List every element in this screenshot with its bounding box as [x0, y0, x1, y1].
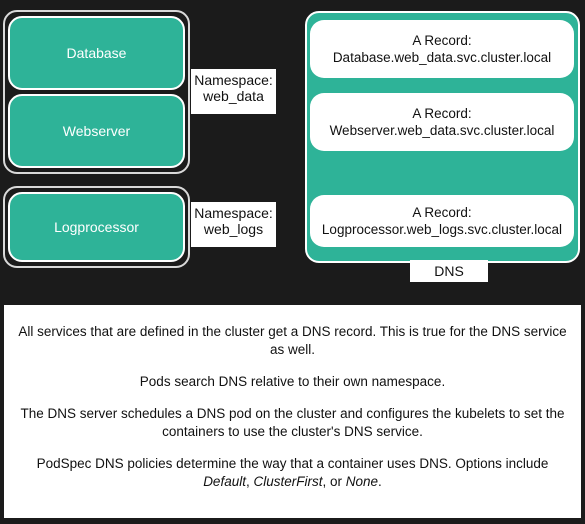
dns-record-webserver-fqdn: Webserver.web_data.svc.cluster.local	[329, 123, 555, 138]
namespace-label-web-data-line1: Namespace:	[194, 72, 273, 88]
note-dns-policies-sep2: , or	[322, 474, 346, 489]
note-namespace-search: Pods search DNS relative to their own na…	[139, 374, 446, 389]
note-dns-policies-sep1: ,	[245, 474, 254, 489]
dns-label: DNS	[410, 260, 488, 282]
dns-record-database-fqdn: Database.web_data.svc.cluster.local	[332, 50, 552, 65]
note-policy-default: Default	[203, 474, 246, 489]
dns-record-database[interactable]: A Record: Database.web_data.svc.cluster.…	[310, 20, 574, 78]
namespace-label-web-logs: Namespace: web_logs	[191, 202, 276, 247]
dns-record-logprocessor-type: A Record:	[412, 205, 472, 220]
namespace-label-web-data: Namespace: web_data	[191, 69, 276, 114]
service-logprocessor[interactable]: Logprocessor	[8, 192, 185, 262]
namespace-label-web-logs-line1: Namespace:	[194, 205, 273, 221]
service-database-label: Database	[66, 45, 127, 61]
notes-panel: All services that are defined in the clu…	[4, 305, 581, 518]
service-logprocessor-label: Logprocessor	[54, 219, 139, 235]
note-dns-pod-scheduling: The DNS server schedules a DNS pod on th…	[20, 406, 565, 439]
note-dns-policies-prefix: PodSpec DNS policies determine the way t…	[36, 456, 549, 471]
dns-label-text: DNS	[434, 263, 464, 279]
dns-record-webserver[interactable]: A Record: Webserver.web_data.svc.cluster…	[310, 93, 574, 151]
note-dns-policies: PodSpec DNS policies determine the way t…	[18, 455, 567, 491]
dns-record-logprocessor-fqdn: Logprocessor.web_logs.svc.cluster.local	[321, 222, 563, 237]
dns-record-webserver-type: A Record:	[412, 106, 472, 121]
note-policy-clusterfirst: ClusterFirst	[253, 474, 323, 489]
service-webserver[interactable]: Webserver	[8, 94, 185, 168]
note-policy-none: None	[345, 474, 379, 489]
namespace-label-web-logs-line2: web_logs	[203, 221, 264, 237]
service-webserver-label: Webserver	[62, 123, 131, 139]
service-database[interactable]: Database	[8, 16, 185, 90]
dns-record-database-type: A Record:	[412, 33, 472, 48]
dns-record-logprocessor[interactable]: A Record: Logprocessor.web_logs.svc.clus…	[310, 195, 574, 247]
note-dns-policies-suffix: .	[378, 474, 382, 489]
namespace-label-web-data-line2: web_data	[203, 88, 264, 104]
note-dns-records: All services that are defined in the clu…	[18, 324, 567, 357]
